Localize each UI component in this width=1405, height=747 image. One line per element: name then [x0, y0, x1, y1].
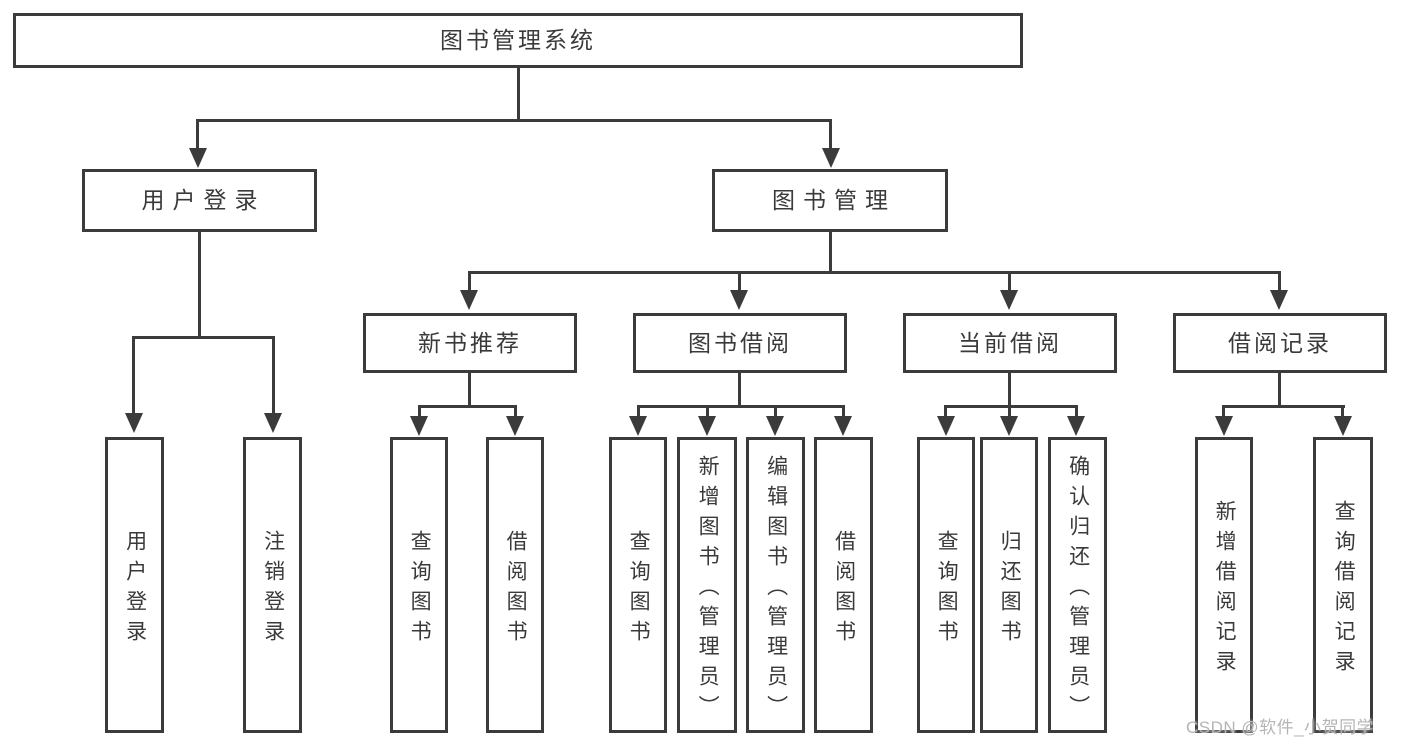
node-bb-add-books-admin: 新增图书（管理员） [677, 437, 737, 733]
node-cb-query-books: 查询图书 [917, 437, 975, 733]
arrowhead-current-borrowing [1000, 290, 1018, 310]
watermark-text: CSDN @软件_小贺同学 [1186, 718, 1375, 737]
node-br-add-record: 新增借阅记录 [1195, 437, 1253, 733]
connector-arrow-line-bb-add [706, 405, 709, 419]
connector-arrow-line-rec-query [418, 405, 421, 419]
arrowhead-rec-query [410, 416, 428, 436]
arrowhead-bb-query [629, 416, 647, 436]
node-bb-query-books: 查询图书 [609, 437, 667, 733]
node-book-management: 图书管理 [712, 169, 948, 232]
connector-user-login-bar [132, 336, 275, 339]
connector-arrow-line-leaf-logout [272, 336, 275, 417]
connector-arrow-line-new-book-rec [468, 271, 471, 294]
connector-borrowing-records-stem [1278, 373, 1281, 408]
connector-book-management-stem [829, 232, 832, 274]
node-cb-return-books: 归还图书 [980, 437, 1038, 733]
node-current-borrowing: 当前借阅 [903, 313, 1117, 373]
node-user-login: 用户登录 [82, 169, 317, 232]
connector-arrow-line-cb-query [944, 405, 947, 419]
connector-new-book-rec-stem [468, 373, 471, 408]
connector-arrow-line-bb-borrow [842, 405, 845, 419]
connector-arrow-line-cb-return [1008, 405, 1011, 419]
connector-arrow-line-bb-edit [774, 405, 777, 419]
arrowhead-borrowing-records [1270, 290, 1288, 310]
connector-book-borrowing-bar [637, 405, 845, 408]
connector-arrow-line-rec-borrow [514, 405, 517, 419]
node-book-borrowing: 图书借阅 [633, 313, 847, 373]
connector-arrow-line-bb-query [637, 405, 640, 419]
node-library-management-system: 图书管理系统 [13, 13, 1023, 68]
node-borrowing-records: 借阅记录 [1173, 313, 1387, 373]
arrowhead-bb-add [698, 416, 716, 436]
connector-arrow-line-br-query [1341, 405, 1344, 419]
arrowhead-cb-return [1000, 416, 1018, 436]
connector-book-borrowing-stem [738, 373, 741, 408]
arrowhead-leaf-user-login [125, 413, 143, 433]
arrowhead-book-borrowing [730, 290, 748, 310]
arrowhead-cb-confirm [1067, 416, 1085, 436]
connector-user-login-stem [198, 232, 201, 339]
connector-arrow-line-book-borrowing [738, 271, 741, 294]
arrowhead-br-add [1215, 416, 1233, 436]
arrowhead-br-query [1334, 416, 1352, 436]
node-leaf-user-login: 用户登录 [105, 437, 164, 733]
arrowhead-rec-borrow [506, 416, 524, 436]
arrowhead-bb-edit [766, 416, 784, 436]
node-cb-confirm-return-admin: 确认归还（管理员） [1048, 437, 1107, 733]
connector-arrow-line-cb-confirm [1075, 405, 1078, 419]
connector-root-stem [517, 68, 520, 122]
connector-level2-bar [196, 119, 832, 122]
arrowhead-cb-query [937, 416, 955, 436]
node-bb-edit-books-admin: 编辑图书（管理员） [746, 437, 805, 733]
connector-new-book-rec-bar [418, 405, 517, 408]
arrowhead-user-login [189, 148, 207, 168]
connector-arrow-line-book-management [829, 119, 832, 150]
connector-arrow-line-br-add [1222, 405, 1225, 419]
node-br-query-record: 查询借阅记录 [1313, 437, 1373, 733]
node-bb-borrow-books: 借阅图书 [814, 437, 873, 733]
connector-level3-bar [468, 271, 1281, 274]
node-new-book-recommendation: 新书推荐 [363, 313, 577, 373]
connector-arrow-line-user-login [196, 119, 199, 150]
arrowhead-new-book-rec [460, 290, 478, 310]
connector-current-borrowing-bar [944, 405, 1078, 408]
arrowhead-bb-borrow [834, 416, 852, 436]
connector-arrow-line-borrowing-records [1278, 271, 1281, 294]
connector-borrowing-records-bar [1223, 405, 1345, 408]
connector-arrow-line-current-borrowing [1008, 271, 1011, 294]
arrowhead-book-management [822, 148, 840, 168]
connector-current-borrowing-stem [1008, 373, 1011, 408]
connector-arrow-line-leaf-user-login [132, 336, 135, 417]
node-rec-query-books: 查询图书 [390, 437, 448, 733]
node-rec-borrow-books: 借阅图书 [486, 437, 544, 733]
node-leaf-logout: 注销登录 [243, 437, 302, 733]
arrowhead-leaf-logout [264, 413, 282, 433]
